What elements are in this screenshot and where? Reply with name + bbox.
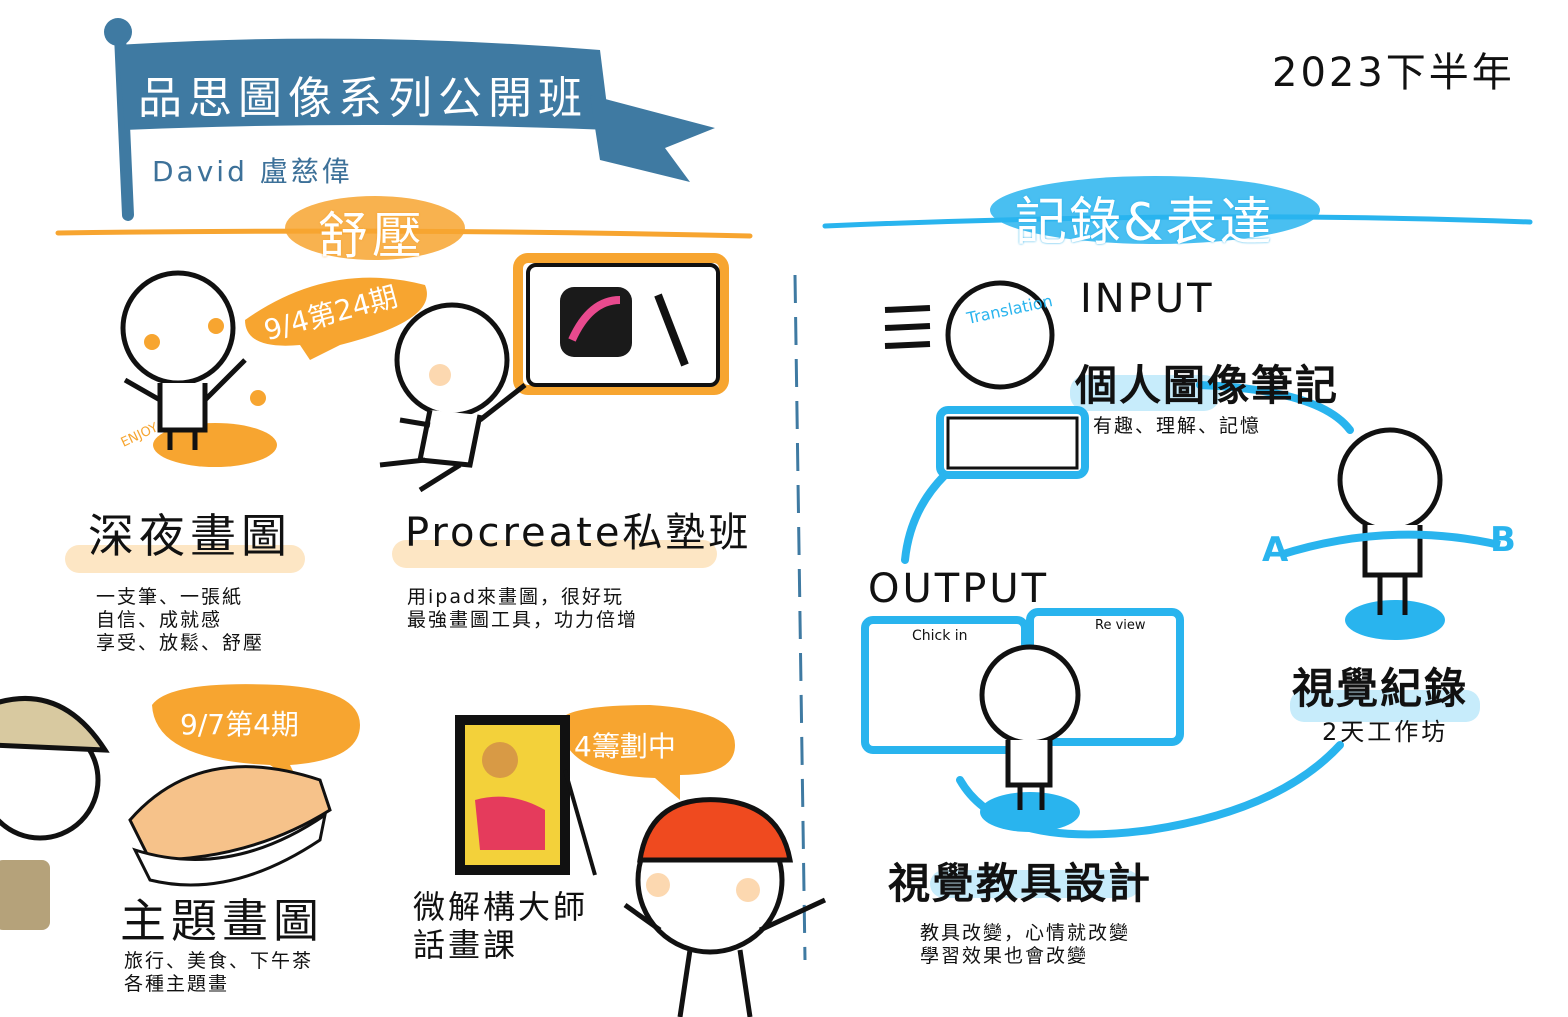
year-label: 2023下半年 xyxy=(1272,50,1515,96)
input-title: 個人圖像筆記 xyxy=(1075,361,1340,410)
output-label: OUTPUT xyxy=(868,566,1050,612)
stick-figure-icon xyxy=(120,270,277,467)
procreate-app-icon xyxy=(560,287,632,357)
speech-bubble-icon xyxy=(152,684,360,785)
course-title: Procreate私塾班 xyxy=(405,510,752,556)
desc-line: 旅行、美食、下午茶 xyxy=(124,950,314,972)
section-title-relax: 舒壓 xyxy=(318,207,426,265)
record-desc: 2天工作坊 xyxy=(1322,718,1449,746)
course-desc: 用ipad來畫圖，很好玩 最強畫圖工具，功力倍增 xyxy=(407,586,638,632)
desc-line: 各種主題畫 xyxy=(124,973,230,995)
course-badge: 9/7第4期 xyxy=(180,708,299,741)
course-title: 微解構大師 話畫課 xyxy=(413,888,588,964)
course-badge: 4籌劃中 xyxy=(574,730,676,763)
point-a-label: A xyxy=(1262,530,1289,570)
course-title: 主題畫圖 xyxy=(120,894,324,948)
title-line: 微解構大師 xyxy=(413,888,589,926)
banner-subtitle: David 盧慈偉 xyxy=(152,155,353,188)
desc-line: 學習效果也會改變 xyxy=(920,945,1089,967)
teaching-desc: 教具改變，心情就改變 學習效果也會改變 xyxy=(920,922,1130,968)
board-right-label: Re view xyxy=(1095,618,1146,633)
course-title: 深夜畫圖 xyxy=(88,509,292,563)
desc-line: 享受、放鬆、舒壓 xyxy=(96,632,265,654)
speech-bubble-icon xyxy=(245,277,427,360)
desc-line: 教具改變，心情就改變 xyxy=(920,922,1131,944)
banner-flag-icon xyxy=(104,18,715,221)
teaching-title: 視覺教具設計 xyxy=(888,859,1153,908)
point-b-label: B xyxy=(1490,520,1516,560)
board-left-label: Chick in xyxy=(912,628,968,644)
course-desc: 一支筆、一張紙 自信、成就感 享受、放鬆、舒壓 xyxy=(96,586,264,655)
title-line: 話畫課 xyxy=(413,926,519,964)
section-title-record-express: 記錄&表達 xyxy=(1015,193,1274,253)
desc-line: 用ipad來畫圖，很好玩 xyxy=(407,586,625,608)
input-label: INPUT xyxy=(1080,276,1215,322)
course-desc: 旅行、美食、下午茶 各種主題畫 xyxy=(124,950,313,996)
desc-line: 最強畫圖工具，功力倍增 xyxy=(407,609,639,631)
desc-line: 一支筆、一張紙 xyxy=(96,586,244,608)
record-title: 視覺紀錄 xyxy=(1292,664,1469,713)
speech-bubble-icon xyxy=(560,705,735,800)
banner-title: 品思圖像系列公開班 xyxy=(138,73,588,124)
input-desc: 有趣、理解、記憶 xyxy=(1093,415,1262,437)
desc-line: 自信、成就感 xyxy=(96,609,223,631)
